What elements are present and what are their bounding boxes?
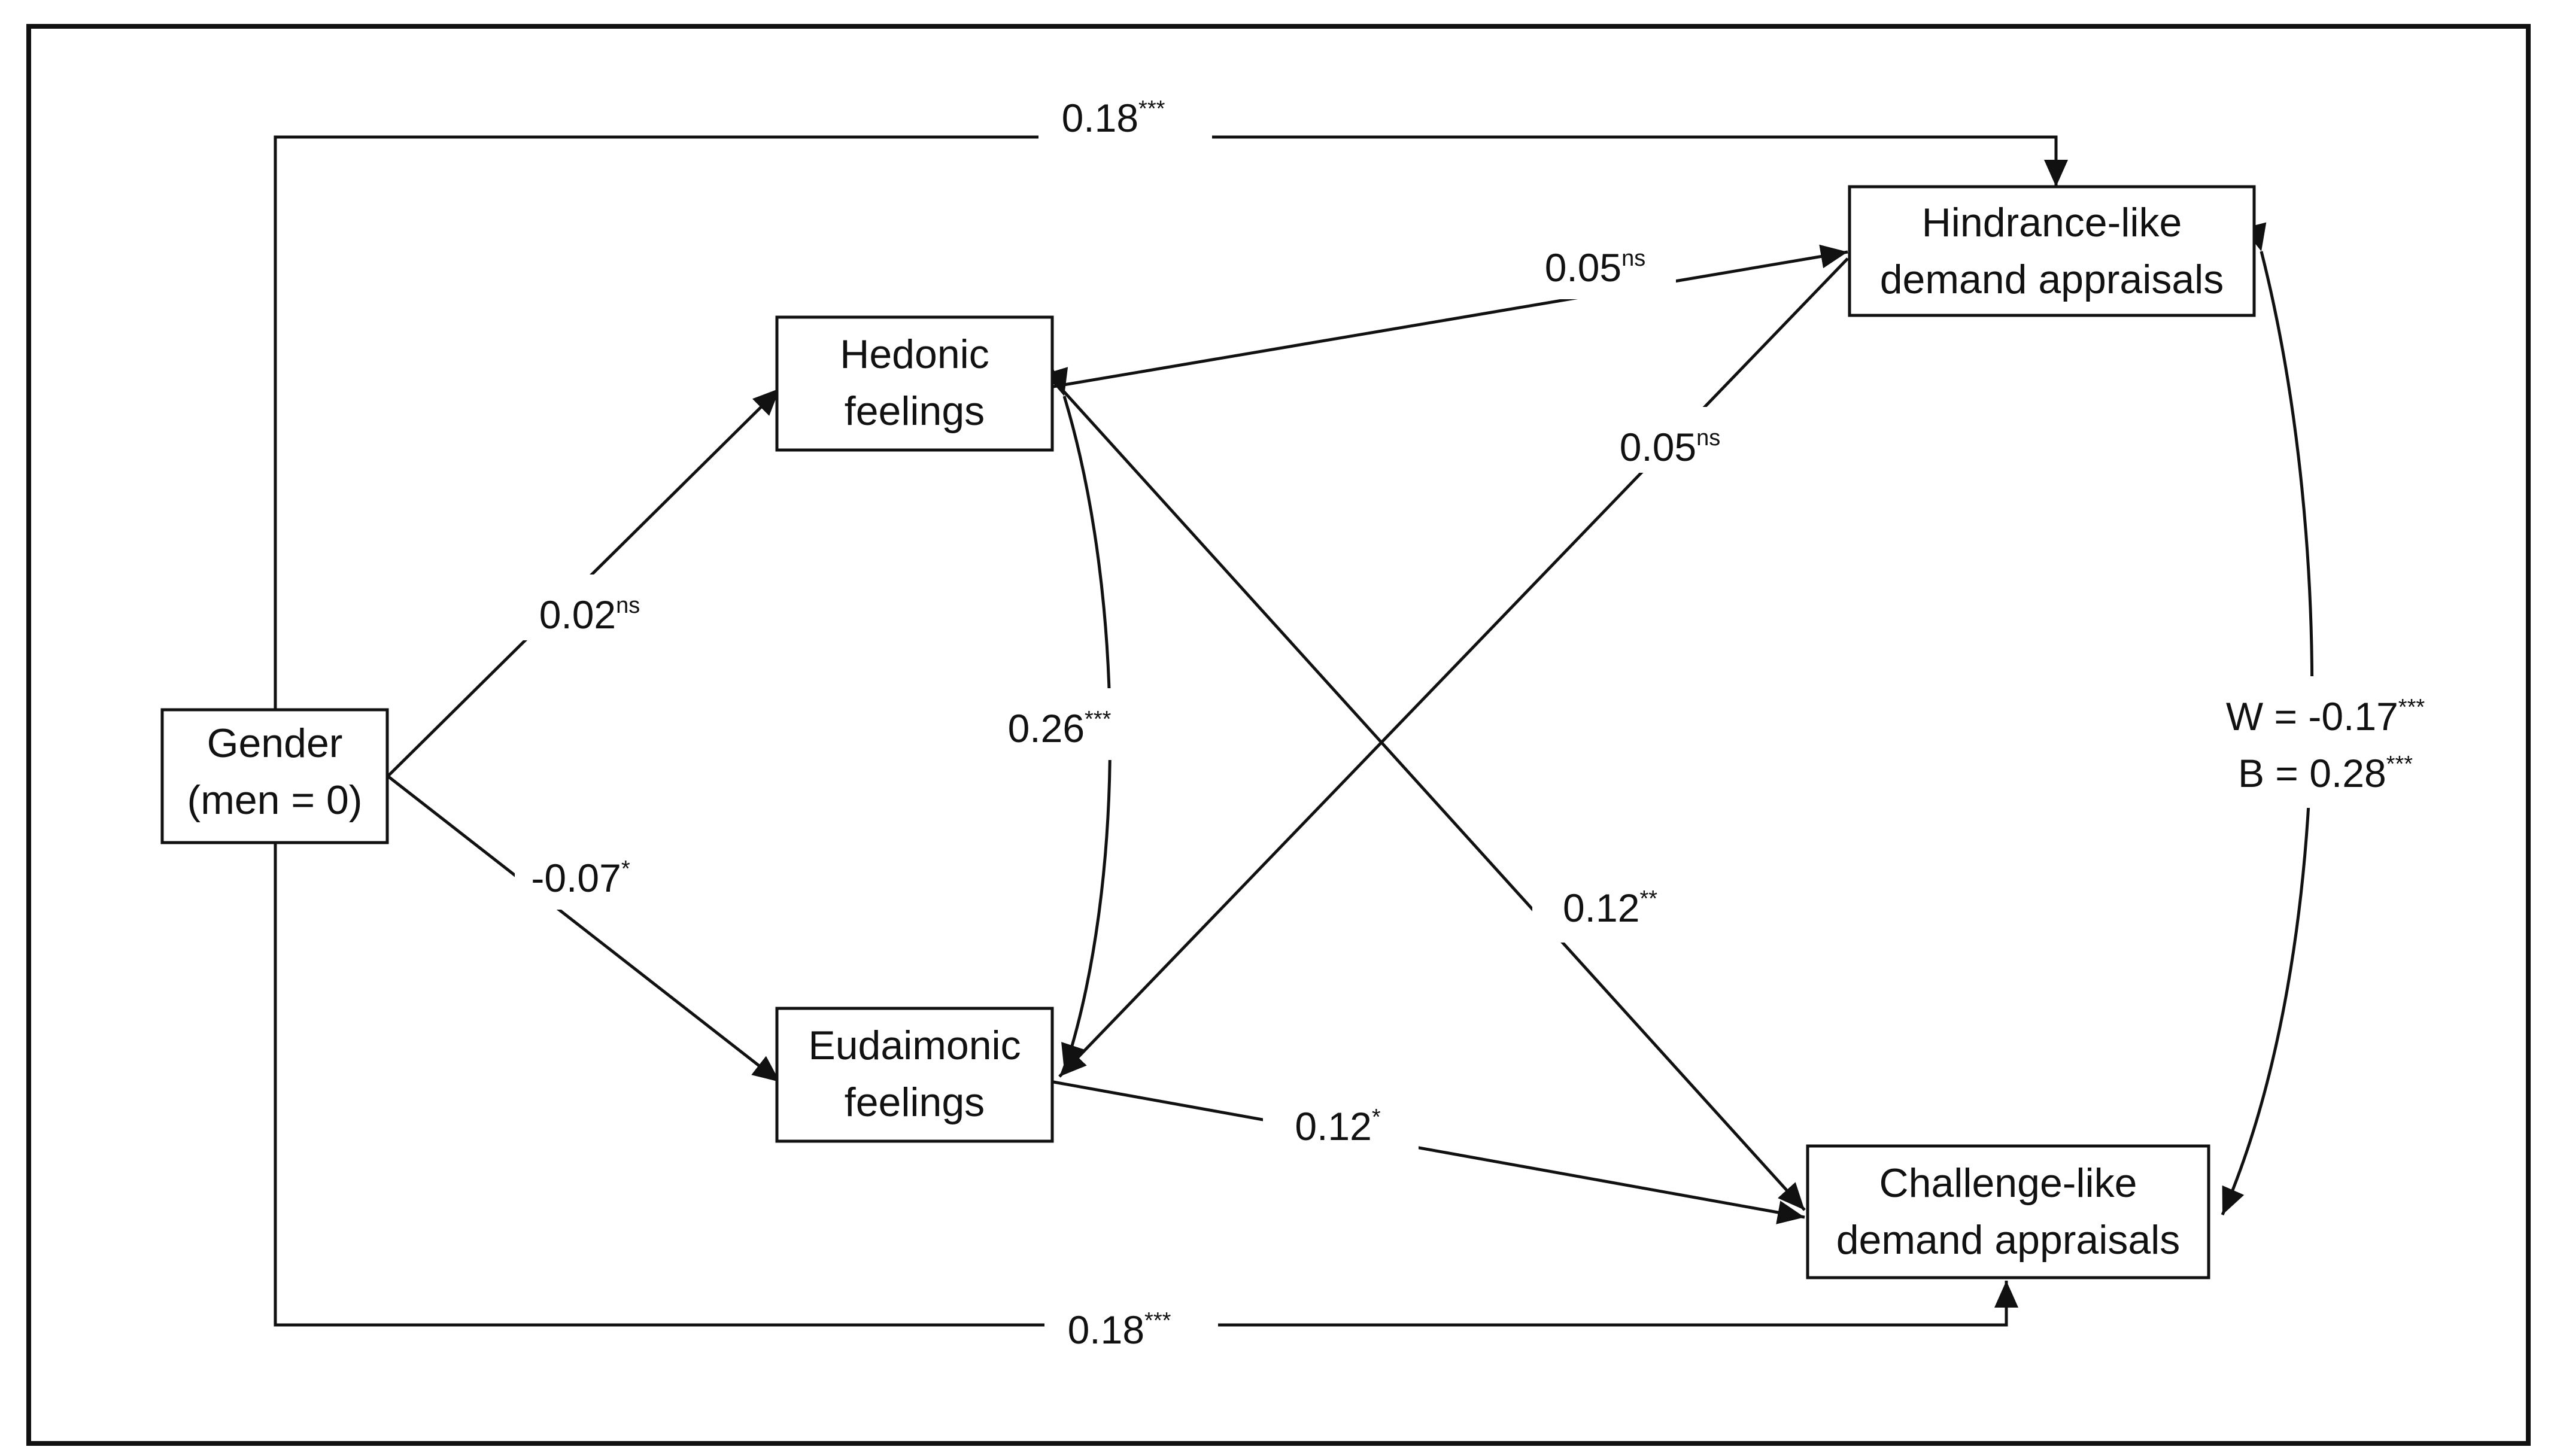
node-eudaimonic-line2: feelings [845, 1080, 985, 1125]
label-b-value: 0.28 [2309, 751, 2386, 795]
label-bg-hindrance-challenge [2197, 676, 2460, 808]
node-eudaimonic-line1: Eudaimonic [808, 1023, 1021, 1068]
node-eudaimonic: Eudaimonic feelings [775, 1007, 1054, 1143]
label-gender-challenge-sig: *** [1144, 1308, 1171, 1333]
label-bg-gender-hindrance [1038, 90, 1212, 156]
label-hindrance-challenge-w: W = -0.17*** [2226, 694, 2425, 738]
node-gender-line1: Gender [207, 721, 343, 766]
label-w-prefix: W = [2226, 694, 2309, 738]
label-hedonic-challenge: 0.12** [1563, 886, 1657, 930]
node-hedonic-line2: feelings [845, 388, 985, 434]
label-eudaimonic-challenge-sig: * [1372, 1105, 1381, 1130]
node-hindrance-line2: demand appraisals [1880, 257, 2224, 302]
label-hedonic-eudaimonic-value: 0.26 [1008, 706, 1085, 750]
label-w-value: -0.17 [2308, 694, 2398, 738]
label-hedonic-challenge-value: 0.12 [1563, 886, 1639, 930]
node-hedonic-line1: Hedonic [840, 332, 989, 377]
label-eudaimonic-hindrance-value: 0.05 [1620, 425, 1696, 469]
node-hindrance-line1: Hindrance-like [1922, 200, 2182, 245]
edge-eudaimonic-challenge [1053, 1080, 1805, 1224]
label-gender-hedonic: 0.02ns [539, 592, 640, 637]
label-w-sig: *** [2398, 695, 2425, 720]
label-hedonic-challenge-sig: ** [1639, 886, 1657, 911]
label-hindrance-challenge-b: B = 0.28*** [2238, 751, 2413, 795]
label-hedonic-hindrance-sig: ns [1621, 246, 1645, 271]
label-eudaimonic-hindrance: 0.05ns [1620, 425, 1721, 469]
label-bg-hedonic-eudaimonic [988, 688, 1143, 760]
label-gender-eudaimonic-value: -0.07 [531, 856, 621, 900]
label-bg-gender-hedonic [521, 575, 664, 640]
label-bg-eudaimonic-challenge [1263, 1089, 1419, 1158]
label-bg-gender-eudaimonic [515, 844, 652, 910]
label-gender-hindrance: 0.18*** [1062, 96, 1165, 140]
label-hedonic-hindrance: 0.05ns [1545, 245, 1646, 290]
label-hedonic-eudaimonic: 0.26*** [1008, 706, 1112, 750]
node-hindrance: Hindrance-like demand appraisals [1848, 185, 2256, 317]
label-gender-hedonic-value: 0.02 [539, 592, 616, 637]
edge-gender-eudaimonic [387, 775, 781, 1083]
edge-hedonic-challenge [1032, 358, 1806, 1211]
label-b-sig: *** [2386, 752, 2413, 777]
label-bg-gender-challenge [1044, 1293, 1218, 1358]
label-gender-hindrance-value: 0.18 [1062, 96, 1138, 140]
label-gender-challenge: 0.18*** [1068, 1308, 1171, 1352]
label-eudaimonic-challenge: 0.12* [1295, 1104, 1380, 1148]
label-eudaimonic-hindrance-sig: ns [1696, 425, 1720, 451]
label-gender-eudaimonic-sig: * [621, 856, 630, 881]
node-gender-line2: (men = 0) [187, 777, 363, 823]
node-challenge-line2: demand appraisals [1836, 1217, 2181, 1263]
label-b-prefix: B = [2238, 751, 2309, 795]
label-eudaimonic-challenge-value: 0.12 [1295, 1104, 1371, 1148]
label-bg-hedonic-challenge [1532, 874, 1694, 943]
label-gender-hedonic-sig: ns [616, 593, 640, 618]
node-challenge-line1: Challenge-like [1879, 1160, 2137, 1206]
label-gender-eudaimonic: -0.07* [531, 856, 630, 900]
label-gender-hindrance-sig: *** [1138, 96, 1165, 121]
label-bg-hedonic-hindrance [1520, 233, 1676, 299]
label-hedonic-eudaimonic-sig: *** [1085, 707, 1112, 732]
node-hedonic: Hedonic feelings [775, 315, 1054, 452]
label-bg-eudaimonic-hindrance [1598, 407, 1754, 473]
label-gender-challenge-value: 0.18 [1068, 1308, 1144, 1352]
label-hedonic-hindrance-value: 0.05 [1545, 245, 1621, 290]
node-gender: Gender (men = 0) [160, 708, 389, 844]
node-challenge: Challenge-like demand appraisals [1806, 1144, 2210, 1279]
